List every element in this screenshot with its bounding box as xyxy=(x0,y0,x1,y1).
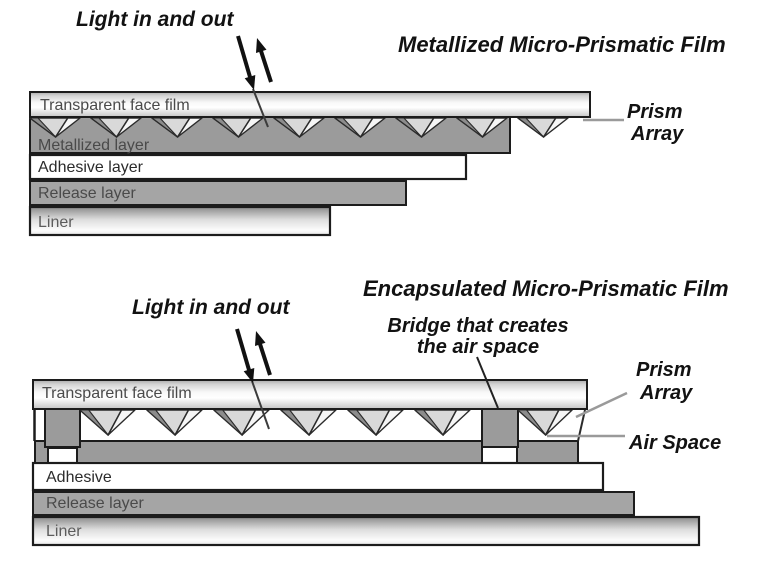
bottom-liner-label: Liner xyxy=(46,523,82,540)
top-prism-array-label-line1: Prism xyxy=(627,101,683,123)
bottom-air-space-label: Air Space xyxy=(628,432,721,454)
top-release-label: Release layer xyxy=(38,185,137,202)
bottom-prism-array-teeth xyxy=(79,409,573,436)
bottom-light-out-arrow xyxy=(255,331,272,376)
top-liner-label: Liner xyxy=(38,214,74,231)
bottom-adhesive-label: Adhesive xyxy=(46,469,112,486)
bottom-prism-array-label-line2: Array xyxy=(639,382,693,404)
bottom-prism-array-pointer-line xyxy=(575,391,628,419)
bottom-prism-array-label-line1: Prism xyxy=(636,359,692,381)
bottom-left-bridge xyxy=(44,407,81,448)
top-prism-array-teeth xyxy=(29,117,569,138)
bottom-adhesive-layer xyxy=(31,461,605,492)
bottom-backing-layer xyxy=(34,440,579,464)
top-metallized-label: Metallized layer xyxy=(38,137,150,154)
top-release-layer xyxy=(29,180,407,206)
bottom-face-film-layer xyxy=(32,379,588,410)
top-diagram: Light in and out Metallized Micro-Prisma… xyxy=(28,8,726,237)
top-light-out-arrow xyxy=(256,38,273,83)
bottom-release-label: Release layer xyxy=(46,495,145,512)
bottom-light-in-arrow xyxy=(235,328,255,383)
top-face-film-label: Transparent face film xyxy=(40,97,190,114)
top-prism-array-label-line2: Array xyxy=(630,123,684,145)
top-title: Metallized Micro-Prismatic Film xyxy=(398,32,726,57)
bottom-bridge-pointer-line xyxy=(476,356,499,409)
top-light-label: Light in and out xyxy=(76,8,234,31)
top-face-film-layer xyxy=(29,91,591,118)
top-light-in-arrow xyxy=(236,35,256,90)
bottom-liner-layer xyxy=(31,515,701,547)
bottom-release-layer xyxy=(32,491,635,516)
bottom-diagram: Light in and out Encapsulated Micro-Pris… xyxy=(31,276,729,547)
bottom-air-space-bridge xyxy=(481,403,519,448)
bottom-face-film-label: Transparent face film xyxy=(42,385,192,402)
top-light-ray-line xyxy=(252,88,269,128)
top-liner-layer xyxy=(28,205,332,237)
bottom-light-ray-line xyxy=(251,380,270,430)
bottom-bridge-label-line1: Bridge that creates xyxy=(387,315,568,337)
bottom-bridge-label-line2: the air space xyxy=(417,336,539,358)
top-adhesive-layer xyxy=(28,153,468,181)
bottom-light-label: Light in and out xyxy=(132,296,290,319)
top-adhesive-label: Adhesive layer xyxy=(38,159,144,176)
bottom-title: Encapsulated Micro-Prismatic Film xyxy=(363,276,729,301)
